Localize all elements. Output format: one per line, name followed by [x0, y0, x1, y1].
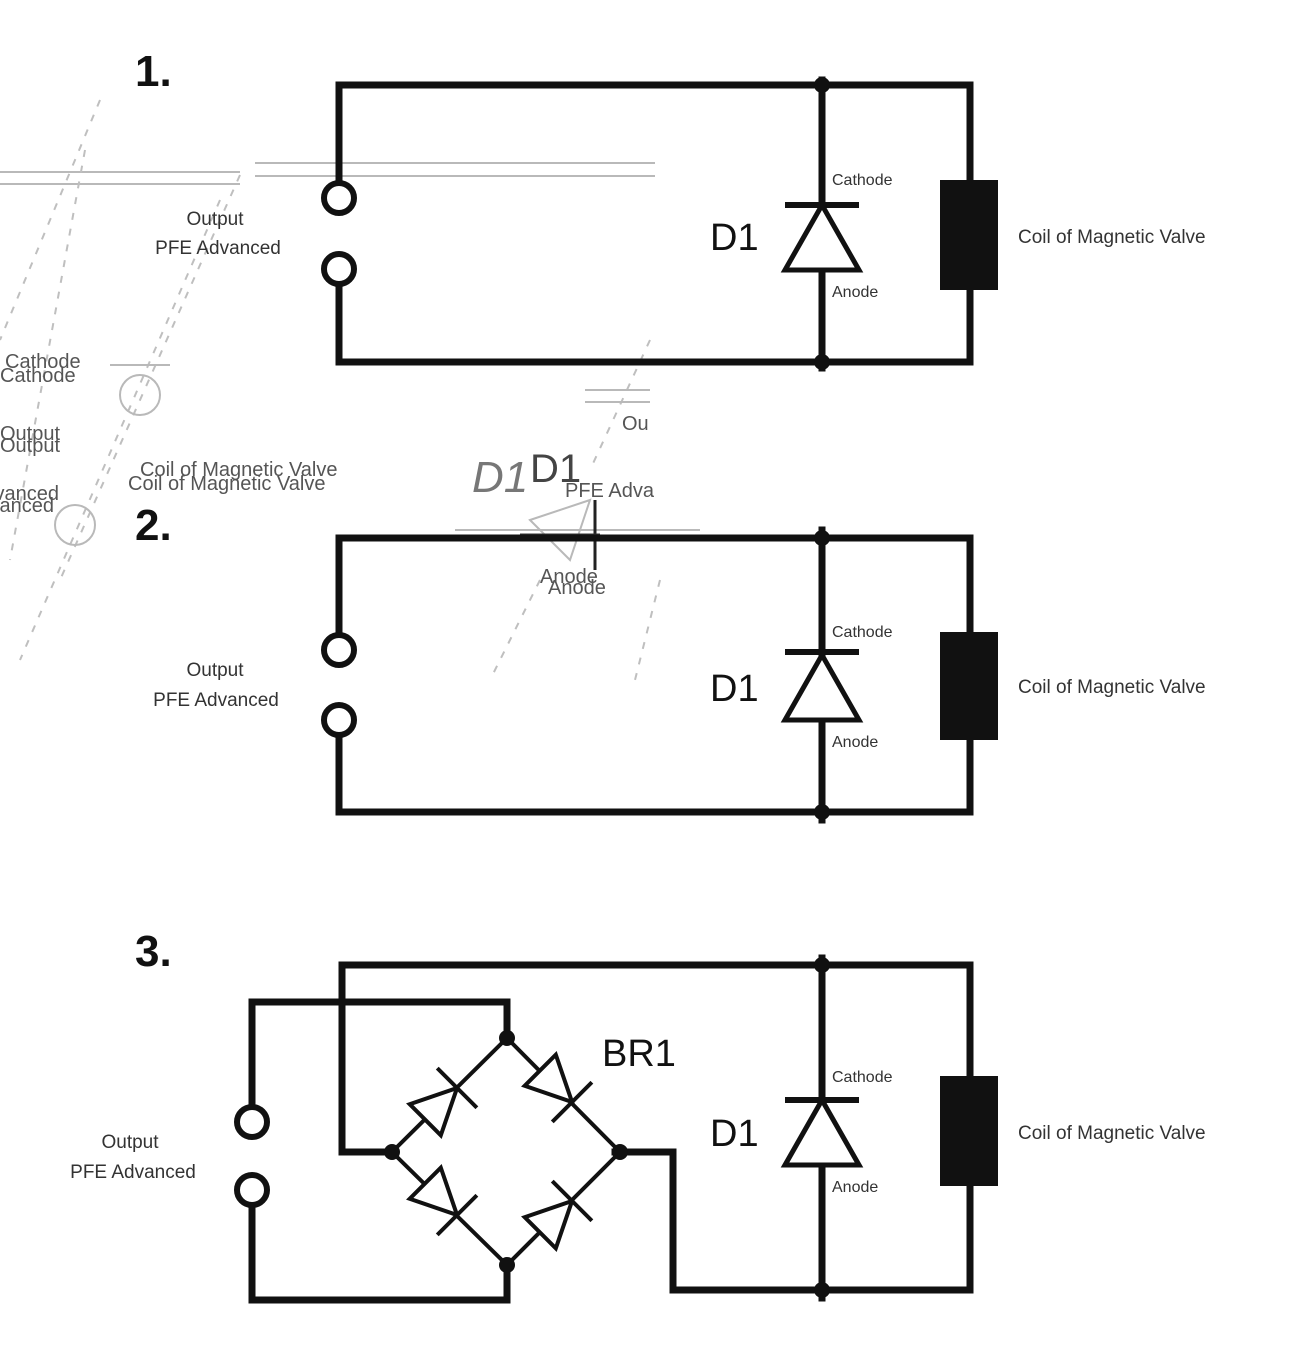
coil-icon [940, 1076, 998, 1186]
diagram-2: 2. Output PFE Advanced D1 Cathode Anode … [135, 501, 1206, 824]
diagram-number: 1. [135, 47, 172, 96]
output-label: PFE Advanced [70, 1162, 196, 1183]
ghost-terminal [54, 504, 96, 546]
junction-dot [814, 957, 830, 973]
ghost-text: Output [0, 423, 60, 445]
ghost-text: Advanced [0, 483, 59, 505]
coil-label: Coil of Magnetic Valve [1018, 677, 1206, 698]
ghost-text: Anode [540, 566, 598, 588]
coil-icon [940, 180, 998, 290]
ghost-leader [9, 149, 86, 561]
cathode-label: Cathode [832, 624, 893, 641]
junction-dot [814, 804, 830, 820]
coil-label: Coil of Magnetic Valve [1018, 1123, 1206, 1144]
output-terminal [321, 180, 357, 216]
anode-label: Anode [832, 1179, 878, 1196]
junction-dot [814, 354, 830, 370]
ghost-leader [634, 579, 661, 681]
anode-label: Anode [832, 284, 878, 301]
ghost-text: Coil of Magnetic Valve [128, 473, 326, 495]
cathode-label: Cathode [832, 172, 893, 189]
bridge-ref: BR1 [602, 1033, 676, 1075]
ghost-text: D1 [472, 453, 528, 502]
diode-ref: D1 [710, 1113, 759, 1155]
output-terminal [321, 251, 357, 287]
output-label: Output [101, 1132, 159, 1153]
ghost-leader [489, 579, 541, 681]
ghost-terminal [119, 374, 161, 416]
ghost-text: Ou [622, 413, 649, 435]
ac-input-wire [248, 998, 511, 1126]
output-terminal [321, 632, 357, 668]
output-label: PFE Advanced [153, 690, 279, 711]
output-label: Output [186, 660, 244, 681]
coil-label: Coil of Magnetic Valve [1018, 227, 1206, 248]
ghost-text: Output [0, 435, 60, 457]
ghost-text: Cathode [0, 365, 76, 387]
bridge-rectifier-icon [384, 1030, 628, 1273]
coil-icon [940, 632, 998, 740]
cathode-label: Cathode [832, 1069, 893, 1086]
output-terminal [321, 702, 357, 738]
circuit-loop [335, 81, 974, 366]
ghost-text: Cathode [5, 351, 81, 373]
diagram-number: 3. [135, 927, 172, 976]
diode-icon [780, 199, 864, 273]
diode-ref: D1 [710, 217, 759, 259]
diagram-3: 3. Output PFE Advanced [70, 927, 1206, 1304]
output-label: Output [186, 209, 244, 230]
anode-label: Anode [832, 734, 878, 751]
diagram-1: 1. Output PFE Advanced D1 Cathode Anode … [135, 47, 1206, 372]
ghost-overlay: Cathode Cathode Output Output Advanced A… [0, 99, 700, 681]
ghost-text: Coil of Magnetic Valve [140, 459, 338, 481]
ghost-text: Anode [548, 577, 606, 599]
diode-icon [780, 1094, 864, 1168]
ghost-leader [19, 199, 221, 661]
ghost-text: Advanced [0, 495, 54, 517]
circuit-loop [335, 534, 974, 816]
ghost-text: PFE Adva [565, 480, 655, 502]
ghost-text: D1 [530, 447, 581, 491]
diode-icon [780, 649, 864, 723]
diode-ref: D1 [710, 668, 759, 710]
output-terminal [234, 1104, 270, 1140]
ghost-leader [0, 99, 101, 341]
circuit-loop [338, 961, 974, 1294]
diagram-number: 2. [135, 501, 172, 550]
junction-dot [814, 77, 830, 93]
junction-dot [814, 1282, 830, 1298]
junction-dot [814, 530, 830, 546]
output-terminal [234, 1172, 270, 1208]
ac-input-wire [248, 1186, 511, 1304]
output-label: PFE Advanced [155, 238, 281, 259]
